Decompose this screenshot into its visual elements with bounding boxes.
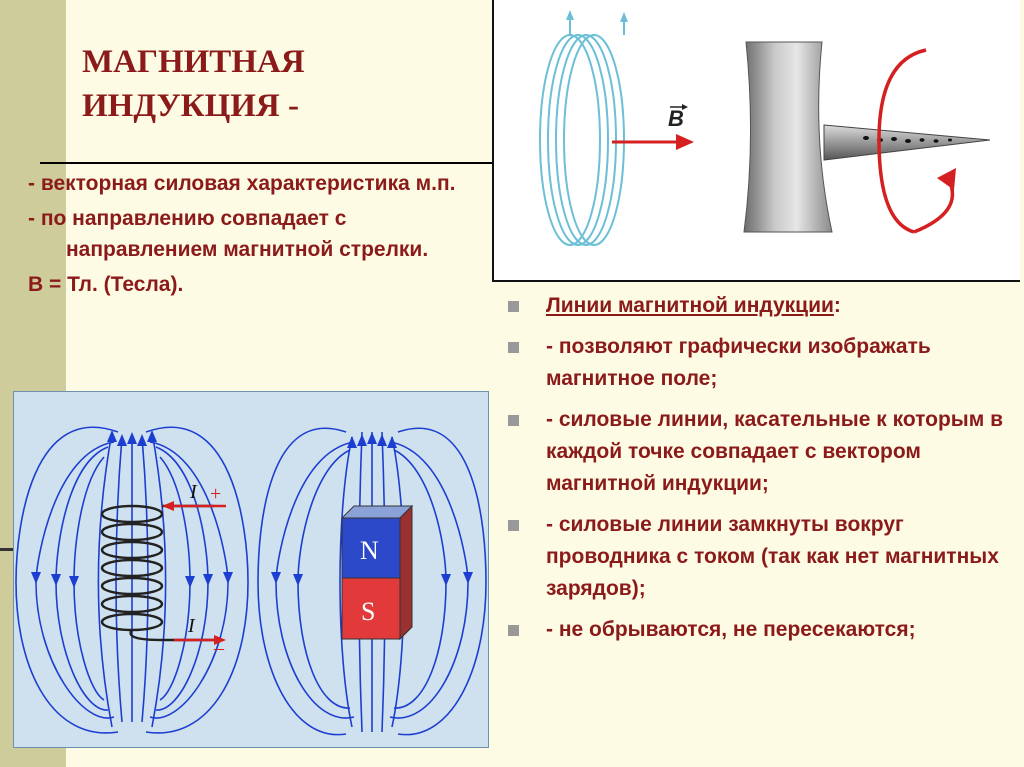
coil-ring [547,34,609,246]
title-line-1: МАГНИТНАЯ [82,44,305,80]
south-label: S [361,597,375,626]
definition-item-1: - векторная силовая характеристика м.п. [28,172,456,195]
minus-label: – [213,637,225,659]
title-divider [40,162,492,164]
square-bullet-icon [508,415,519,426]
coil-lead-arrow-icon [620,12,628,22]
coil-illustration-svg: B [539,10,991,246]
magnet-north-pole [341,517,401,579]
coil-lead-arrow-icon [566,10,574,20]
solenoid-field-lines [15,426,249,734]
list-item-text: - силовые линии, касательные к которым в… [546,408,1003,495]
list-item: - позволяют графически изображать магнит… [508,331,1013,395]
list-item: Линии магнитной индукции: [508,290,1013,322]
b-vector-overbar-arrow-icon [682,104,688,110]
list-heading-colon: : [833,294,841,317]
field-lines-list: Линии магнитной индукции: - позволяют гр… [508,290,1013,655]
list-item-text: - не обрываются, не пересекаются; [546,618,916,641]
coil-illustration: B [492,0,1020,282]
title-line-2: ИНДУКЦИЯ - [82,88,299,124]
list-heading: Линии магнитной индукции [546,294,834,317]
list-item-text: - позволяют графически изображать магнит… [546,335,931,390]
list-item: - силовые линии, касательные к которым в… [508,404,1013,500]
unit-formula: B = Тл. (Тесла). [28,273,184,296]
square-bullet-icon [508,342,519,353]
square-bullet-icon [508,625,519,636]
rotation-arrow-back [877,48,927,234]
field-lines-diagram: I + I – [13,391,489,748]
definition-block: - векторная силовая характеристика м.п. … [28,168,498,304]
bar-magnet: N S [340,504,414,641]
square-bullet-icon [508,301,519,312]
square-bullet-icon [508,520,519,531]
current-in-arrow-icon [162,501,174,511]
magnet-south-pole [341,577,401,640]
b-vector-arrow-icon [676,134,694,150]
list-item: - силовые линии замкнуты вокруг проводни… [508,509,1013,605]
magnet-arrow-icons [271,432,473,586]
rotation-arrow-front [913,179,955,234]
plus-label: + [210,483,221,505]
list-item: - не обрываются, не пересекаются; [508,614,1013,646]
b-vector-label: B [668,106,684,131]
field-lines-svg: I + I – [15,426,487,736]
list-item-text: - силовые линии замкнуты вокруг проводни… [546,513,999,600]
definition-item-2: - по направлению совпадает с направление… [28,207,429,261]
coil-ring [555,34,617,246]
current-label-top: I [189,481,198,503]
rotation-arrow-icon [937,168,956,190]
conductor-cylinder [743,41,833,233]
solenoid-arrow-icons [31,430,233,588]
slide-title: МАГНИТНАЯ ИНДУКЦИЯ - [82,40,482,128]
solenoid-coil [100,504,219,642]
current-out-arrow-icon [214,635,226,645]
north-label: N [360,536,379,565]
coil-ring [563,34,625,246]
current-label-bottom: I [187,615,196,637]
